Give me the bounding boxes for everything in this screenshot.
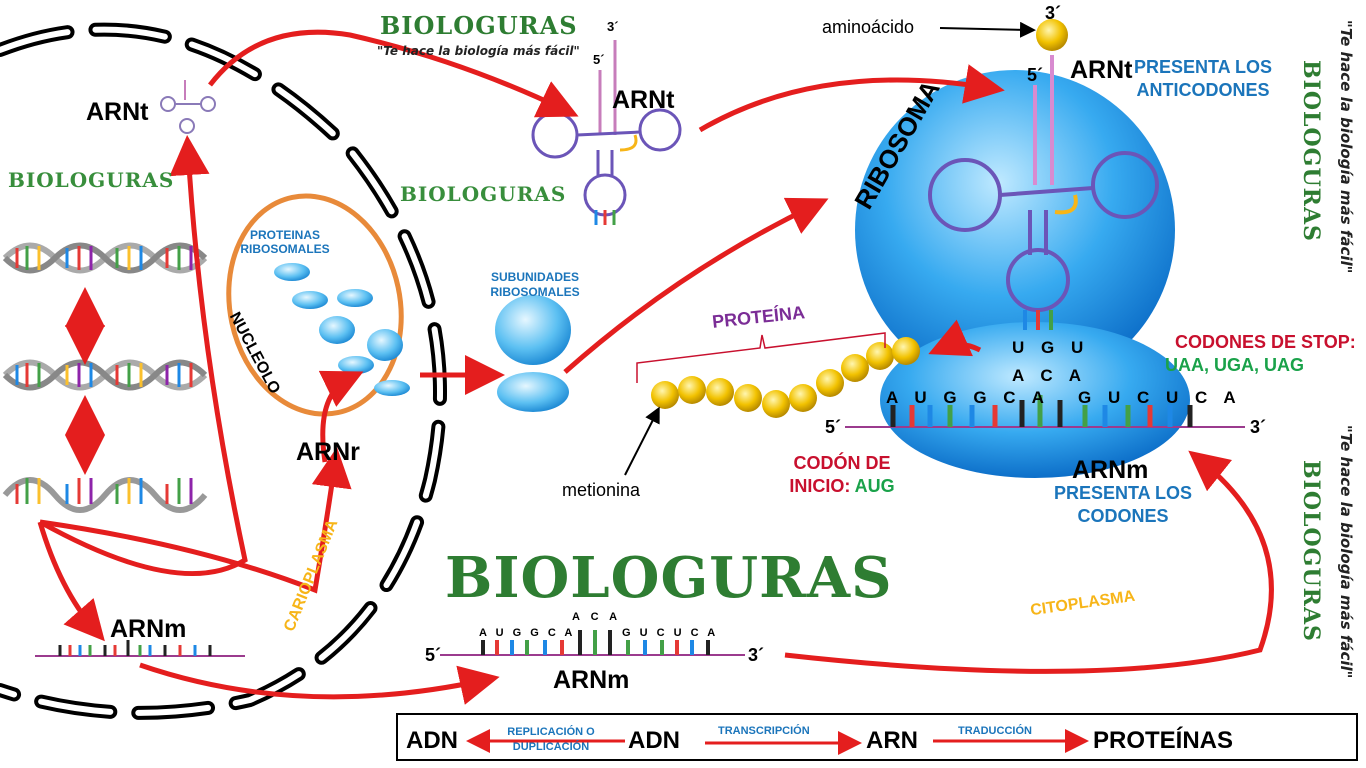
subunidades-ribosomales-label: SUBUNIDADES RIBOSOMALES xyxy=(490,270,580,299)
dna-helix-icon xyxy=(2,242,208,513)
trna-ribosome-icon xyxy=(928,55,1159,330)
slogan-right-top: "Te hace la biología más fácil" xyxy=(1337,20,1355,274)
codons-ribosome-right: G U C U C A xyxy=(1078,388,1242,407)
mrna-strand-icon xyxy=(35,640,245,657)
slogan-right-bottom: "Te hace la biología más fácil" xyxy=(1337,425,1355,679)
arnm-label-center: ARNm xyxy=(553,666,630,694)
aminoacido-label: aminoácido xyxy=(822,17,915,37)
codon-inicio-label: CODÓN DE INICIO: AUG xyxy=(786,452,898,499)
logo-right-top: BIOLOGURAS xyxy=(1298,60,1324,242)
arnr-label: ARNr xyxy=(296,438,360,466)
five-prime-top-trna: 5´ xyxy=(593,52,605,67)
codones-stop-values: UAA, UGA, UAG xyxy=(1165,355,1304,375)
codones-stop-title: CODONES DE STOP: xyxy=(1175,332,1356,352)
process-legend xyxy=(396,713,1358,761)
codons-center-top: A C A xyxy=(572,611,622,623)
nuclear-envelope-icon xyxy=(0,22,447,720)
logo-center: BIOLOGURAS xyxy=(445,545,893,611)
trna-icon xyxy=(160,80,216,134)
amino-acid-icon xyxy=(1036,19,1068,51)
metionina-label: metionina xyxy=(562,480,641,500)
arnt-label-left: ARNt xyxy=(86,98,149,126)
amino-acid-chain-icon xyxy=(651,337,920,418)
mrna-ribosome-icon xyxy=(845,395,1245,428)
arnt-label-ribosome: ARNt xyxy=(1070,56,1133,84)
five-prime-ribosome-trna: 5´ xyxy=(1027,65,1044,85)
codons-center-right: G U C U C A xyxy=(622,627,719,639)
legend-proteinas: PROTEÍNAS xyxy=(1093,727,1234,754)
three-prime-top-trna: 3´ xyxy=(607,19,619,34)
mrna-center-icon xyxy=(440,630,745,656)
three-prime-center-mrna: 3´ xyxy=(748,645,765,665)
logo-right-bottom: BIOLOGURAS xyxy=(1298,460,1324,642)
nucleolus xyxy=(226,193,410,417)
legend-adn-mid: ADN xyxy=(628,727,680,754)
anticodon-label: U G U xyxy=(1012,338,1090,357)
arnm-label-left: ARNm xyxy=(110,615,187,643)
ribosome-icon xyxy=(855,70,1190,478)
trna-codon-label: A C A xyxy=(1012,366,1088,385)
logo-mid: BIOLOGURAS xyxy=(400,182,567,206)
five-prime-center-mrna: 5´ xyxy=(425,645,442,665)
codon-inicio-value: AUG xyxy=(854,476,895,497)
slogan-top: "Te hace la biología más fácil" xyxy=(377,44,580,58)
pointer-arrows xyxy=(624,21,1036,476)
five-prime-ribosome-mrna: 5´ xyxy=(825,417,842,437)
presenta-codones-label: PRESENTA LOS CODONES xyxy=(1053,483,1192,526)
trna-top-icon xyxy=(531,40,682,225)
protein-bracket xyxy=(636,332,886,383)
legend-transcripcion: TRANSCRIPCIÓN xyxy=(718,725,810,737)
three-prime-ribosome-mrna: 3´ xyxy=(1250,417,1267,437)
legend-traduccion: TRADUCCIÓN xyxy=(958,725,1032,737)
legend-adn-left: ADN xyxy=(406,727,458,754)
logo-top: BIOLOGURAS xyxy=(380,11,578,40)
arnm-label-ribosome: ARNm xyxy=(1072,456,1149,484)
logo-left: BIOLOGURAS xyxy=(8,168,175,192)
ribosomal-subunits-icon xyxy=(495,295,571,412)
proteinas-ribosomales-label: PROTEINAS RIBOSOMALES xyxy=(240,228,330,257)
codons-center-left: A U G G C A xyxy=(479,627,576,639)
codon-inicio-prefix: CODÓN DE INICIO: xyxy=(789,453,891,497)
codons-ribosome-left: A U G G C A xyxy=(886,388,1050,407)
presenta-anticodones-label: PRESENTA LOS ANTICODONES xyxy=(1133,57,1272,100)
legend-replicacion: REPLICACIÓN O DUPLICACIÓN xyxy=(507,726,595,753)
legend-arn: ARN xyxy=(866,727,918,754)
legend-arrows xyxy=(466,729,1089,755)
process-arrows xyxy=(37,29,1274,705)
three-prime-ribosome-trna: 3´ xyxy=(1045,3,1062,23)
arnt-label-top: ARNt xyxy=(612,86,675,114)
